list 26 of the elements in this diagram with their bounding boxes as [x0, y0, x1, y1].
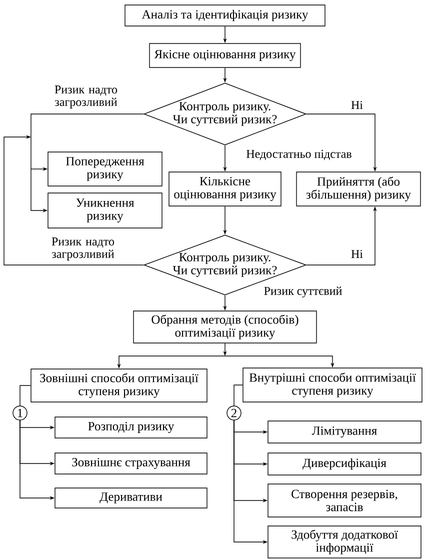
- process-box: Попередження ризику: [48, 152, 162, 186]
- edge-label: Ризик надто загрозливий: [46, 237, 120, 261]
- edge-label: Ризик надто загрозливий: [48, 85, 124, 109]
- process-box: Деривативи: [54, 488, 208, 508]
- process-box: Здобуття додаткової інформації: [268, 526, 422, 558]
- connector-line: [234, 384, 243, 406]
- process-box: Прийняття (або збільшення) ризику: [296, 172, 421, 206]
- edge-label: Недостатньо підстав: [246, 149, 352, 161]
- edge-label: Ні: [350, 250, 364, 258]
- process-box: Обрання методів (способів) оптимізації ризику: [133, 310, 317, 344]
- edge-label: Ні: [350, 100, 364, 110]
- process-box: Уникнення ризику: [48, 192, 162, 228]
- process-box: Розподіл ризику: [54, 416, 208, 438]
- process-box: Зовнішні способи оптимізації ступеня ризику: [30, 368, 208, 402]
- process-box: Кількісне оцінювання ризику: [168, 172, 282, 206]
- process-box: Створення резервів, запасів: [268, 484, 422, 518]
- connector-line: [30, 114, 144, 138]
- connector-line: [30, 136, 32, 170]
- process-box: Лімітування: [268, 420, 422, 444]
- process-box: Аналіз та ідентифікація ризику: [124, 4, 326, 26]
- arrow: [4, 135, 144, 266]
- process-box: Внутрішні способи оптимізації ступеня ризику: [242, 368, 422, 402]
- connector-line: [20, 385, 31, 406]
- process-box: Зовнішнє страхування: [54, 452, 208, 474]
- process-box: Диверсифікація: [268, 452, 422, 476]
- process-box: Якісне оцінювання ризику: [149, 43, 301, 68]
